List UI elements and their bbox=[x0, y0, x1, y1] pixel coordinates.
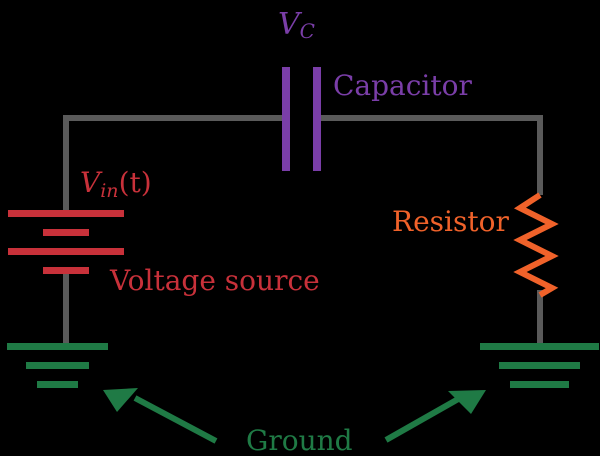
ground-left-bar-1 bbox=[7, 343, 108, 350]
battery-plate-short-1 bbox=[43, 229, 89, 236]
capacitor bbox=[282, 67, 321, 171]
ground-right-bar-3 bbox=[510, 381, 569, 388]
ground-right bbox=[480, 343, 599, 388]
arrow-right-head bbox=[448, 390, 486, 414]
arrow-left-head bbox=[103, 388, 138, 412]
capacitor-label: Capacitor bbox=[333, 69, 472, 102]
ground-left bbox=[7, 343, 108, 388]
capacitor-plate-right bbox=[313, 67, 321, 171]
wire-left-top bbox=[63, 115, 283, 212]
ground-right-bar-1 bbox=[480, 343, 599, 350]
source-voltage-label: Vin(t) bbox=[80, 166, 152, 202]
battery-plate-long-1 bbox=[8, 210, 124, 217]
battery-plate-short-2 bbox=[43, 267, 89, 274]
arrow-left-shaft bbox=[133, 395, 218, 444]
ground-left-bar-2 bbox=[26, 362, 89, 369]
ground-label: Ground bbox=[246, 424, 353, 456]
resistor bbox=[513, 192, 559, 298]
battery-plate-long-2 bbox=[8, 248, 124, 255]
voltage-source bbox=[8, 210, 124, 274]
capacitor-plate-left bbox=[282, 67, 290, 171]
ground-arrows bbox=[103, 388, 486, 444]
ground-left-bar-3 bbox=[37, 381, 78, 388]
wire-right-top bbox=[318, 115, 543, 195]
wires bbox=[63, 115, 543, 346]
arrow-right-shaft bbox=[384, 395, 462, 443]
ground-right-bar-2 bbox=[499, 362, 580, 369]
capacitor-voltage-label: VC bbox=[278, 7, 315, 43]
resistor-label: Resistor bbox=[392, 205, 509, 238]
source-label: Voltage source bbox=[109, 264, 320, 297]
